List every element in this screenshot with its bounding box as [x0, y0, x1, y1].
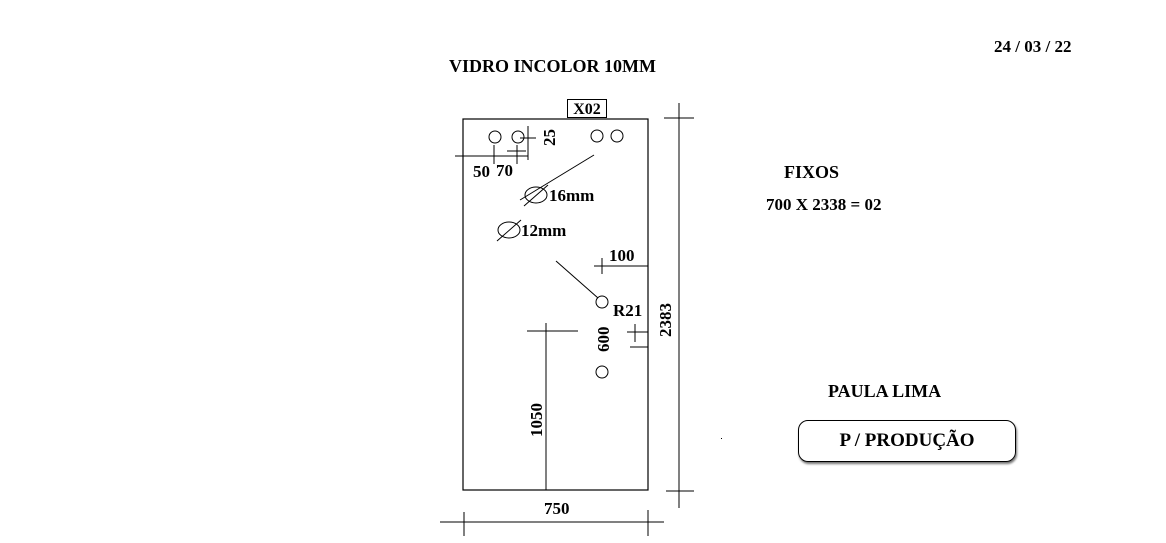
label-height: 2383 — [656, 303, 675, 337]
spec-quantity-line: 700 X 2338 = 02 — [766, 195, 882, 214]
label-bottom-offset: 1050 — [527, 403, 546, 437]
part-code: X02 — [567, 99, 607, 118]
hole-middle-lower — [595, 365, 609, 379]
spec-category: FIXOS — [784, 162, 840, 182]
glass-title: VIDRO INCOLOR 10MM — [449, 56, 656, 76]
label-radius: R21 — [613, 301, 643, 320]
label-width: 750 — [544, 499, 570, 518]
dimension-top-holes — [455, 126, 536, 164]
stray-mark — [721, 438, 722, 439]
diameter-symbol-small — [496, 219, 522, 242]
label-hole-offset-top: 25 — [540, 129, 559, 146]
production-stamp: P / PRODUÇÃO — [798, 420, 1016, 462]
production-stamp-label: P / PRODUÇÃO — [839, 430, 975, 451]
label-hole-offset-x1: 50 — [473, 162, 490, 181]
hole-top-left-2 — [511, 130, 525, 144]
dimension-height — [664, 103, 694, 508]
diameter-symbol-large — [523, 184, 549, 207]
order-date: 24 / 03 / 22 — [994, 37, 1072, 56]
label-diameter-large: 16mm — [549, 186, 595, 205]
label-hole-offset-x2: 70 — [496, 161, 513, 180]
dimension-edge-offset — [594, 258, 648, 274]
leader-lines — [519, 154, 599, 299]
hole-top-left-1 — [488, 130, 502, 144]
hole-top-right-2 — [610, 129, 624, 143]
dimension-hole-spacing — [627, 324, 648, 348]
client-name: PAULA LIMA — [828, 381, 942, 401]
dimension-width — [440, 510, 664, 536]
label-diameter-small: 12mm — [521, 221, 567, 240]
label-hole-spacing: 600 — [594, 327, 613, 353]
hole-middle-upper — [595, 295, 609, 309]
dimension-bottom-offset — [527, 323, 578, 490]
label-edge-offset: 100 — [609, 246, 635, 265]
glass-panel-outline — [462, 118, 649, 491]
hole-top-right-1 — [590, 129, 604, 143]
